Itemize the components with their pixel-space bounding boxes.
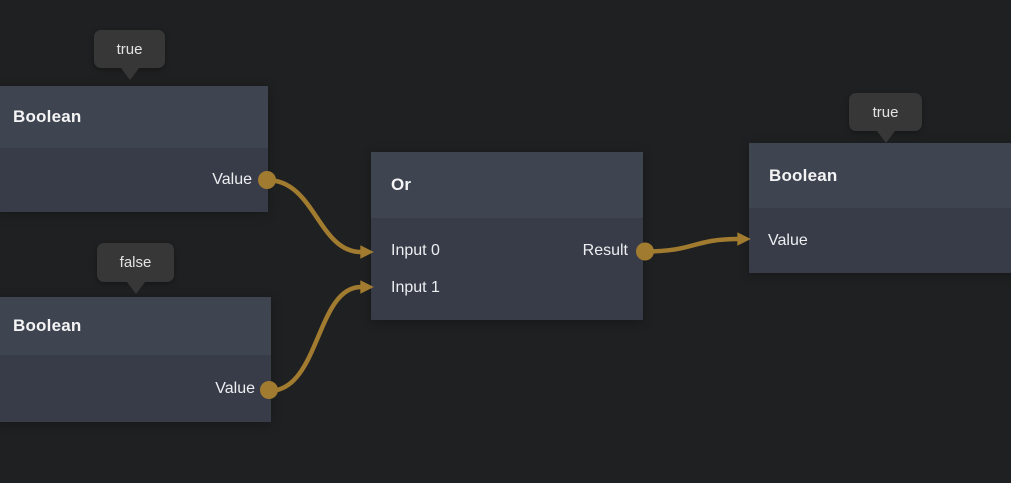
- value-tooltip-false: false: [97, 243, 174, 282]
- node-header[interactable]: Boolean: [749, 143, 1011, 208]
- port-dot-booleanfalse-value[interactable]: [260, 381, 278, 399]
- node-boolean-result[interactable]: Boolean Value: [749, 143, 1011, 273]
- node-boolean-true-source[interactable]: Boolean Value: [0, 86, 268, 212]
- node-header[interactable]: Or: [371, 152, 643, 218]
- port-label-value: Value: [215, 379, 255, 397]
- port-label-result: Result: [582, 241, 628, 259]
- port-row-input1: Input 1: [371, 269, 643, 306]
- value-tooltip-true: true: [94, 30, 165, 68]
- tooltip-text: false: [119, 254, 152, 271]
- node-body: Value: [0, 355, 271, 422]
- port-row-input0-result: Input 0 Result: [371, 232, 643, 269]
- port-label-input1: Input 1: [391, 278, 440, 296]
- tooltip-text: true: [116, 40, 143, 58]
- port-label-value: Value: [768, 231, 808, 249]
- port-row-value-output: Value: [0, 355, 271, 422]
- port-label-value: Value: [212, 171, 252, 188]
- node-title: Or: [391, 175, 412, 194]
- value-tooltip-result-true: true: [849, 93, 922, 131]
- port-row-value-input: Value: [749, 208, 1011, 273]
- node-body: Input 0 Result Input 1: [371, 218, 643, 320]
- node-body: Value: [0, 148, 268, 212]
- node-title: Boolean: [13, 316, 82, 335]
- port-label-input0: Input 0: [391, 241, 440, 259]
- wire-booleanfalse-to-or-input1[interactable]: [266, 280, 374, 394]
- node-title: Boolean: [769, 165, 838, 185]
- node-or[interactable]: Or Input 0 Result Input 1: [371, 152, 643, 320]
- node-header[interactable]: Boolean: [0, 86, 268, 148]
- port-dot-or-result[interactable]: [636, 242, 654, 261]
- port-row-value-output: Value: [0, 148, 268, 212]
- node-title: Boolean: [13, 107, 82, 126]
- node-boolean-false-source[interactable]: Boolean Value: [0, 297, 271, 422]
- tooltip-text: true: [872, 103, 899, 121]
- wire-booleantrue-to-or-input0[interactable]: [264, 177, 374, 259]
- node-header[interactable]: Boolean: [0, 297, 271, 355]
- wire-or-result-to-boolean-value[interactable]: [642, 232, 751, 254]
- node-body: Value: [749, 208, 1011, 273]
- port-dot-booleantrue-value[interactable]: [258, 171, 276, 189]
